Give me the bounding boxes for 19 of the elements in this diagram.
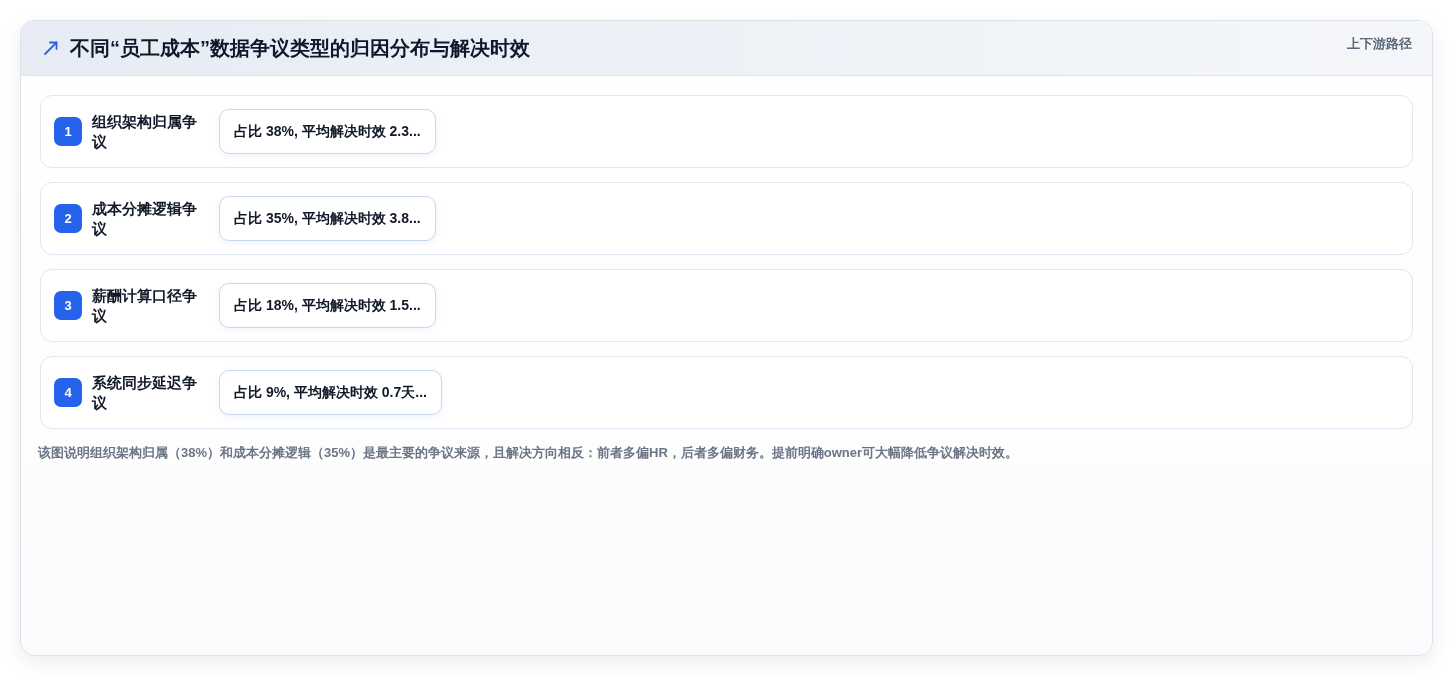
header-label: 上下游路径: [1347, 35, 1412, 53]
stat-summary: 占比 18%, 平均解决时效 1.5...: [219, 283, 436, 328]
category-label: 系统同步延迟争议: [92, 372, 198, 413]
diagram-title: 不同“员工成本”数据争议类型的归因分布与解决时效: [70, 35, 530, 61]
category-label: 组织架构归属争议: [92, 111, 198, 152]
stat-summary: 占比 38%, 平均解决时效 2.3...: [219, 109, 436, 154]
category-row: [40, 95, 1413, 168]
category-row: [40, 356, 1413, 429]
rank-number: 1: [54, 117, 82, 146]
caption-text: 该图说明组织架构归属（38%）和成本分摊逻辑（35%）是最主要的争议来源，且解决方向相反：前者多偏HR，后者多偏财务。提前明确owner可大幅降低争议解决时效。: [38, 444, 1020, 462]
category-label: 薪酬计算口径争议: [92, 285, 198, 326]
category-label: 成本分摊逻辑争议: [92, 198, 198, 239]
category-row: [40, 182, 1413, 255]
rank-number: 4: [54, 378, 82, 407]
rank-number: 2: [54, 204, 82, 233]
stat-summary: 占比 9%, 平均解决时效 0.7天...: [219, 370, 442, 415]
category-row: [40, 269, 1413, 342]
stat-summary: 占比 35%, 平均解决时效 3.8...: [219, 196, 436, 241]
rank-number: 3: [54, 291, 82, 320]
